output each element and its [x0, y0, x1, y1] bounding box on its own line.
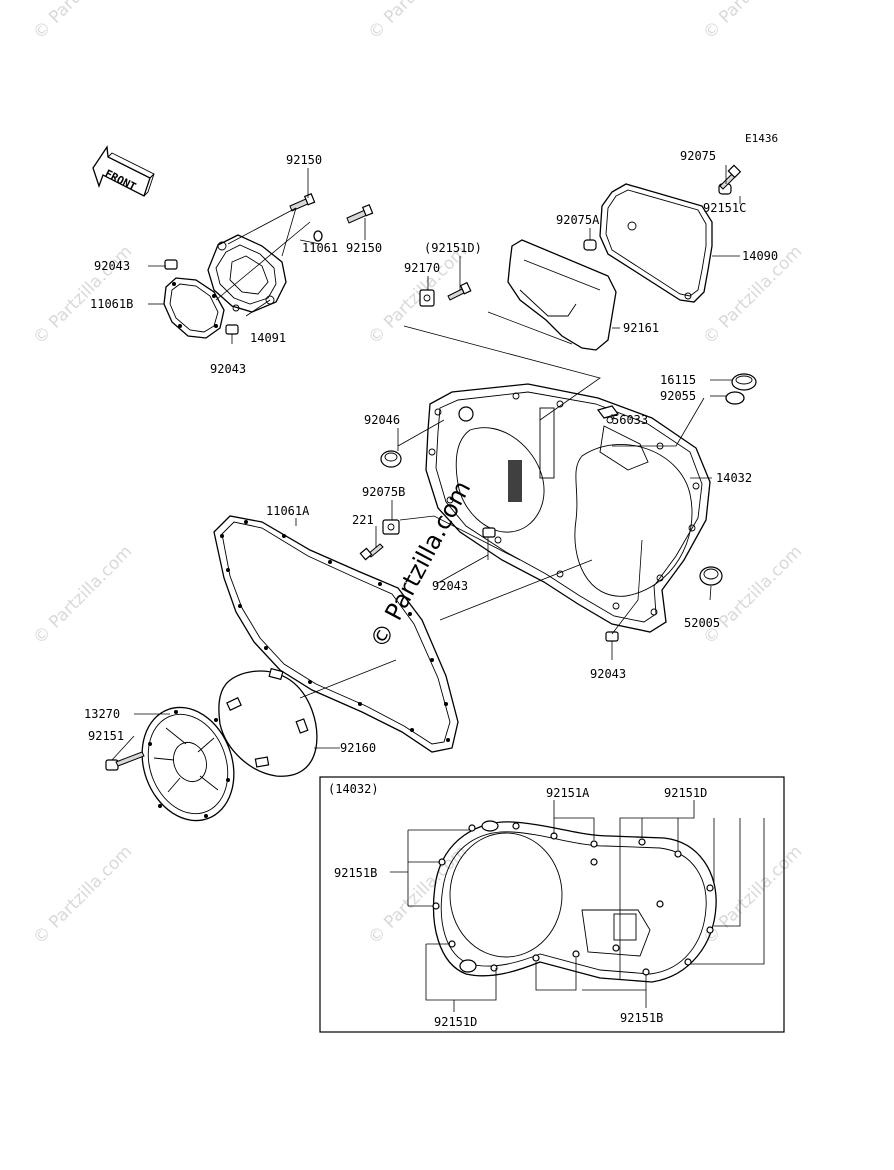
part-92046-bearing — [380, 450, 402, 468]
label-92075: 92075 — [680, 149, 716, 163]
label-92075a: 92075A — [556, 213, 600, 227]
label-52005: 52005 — [684, 616, 720, 630]
gasket-holes — [220, 520, 450, 742]
inset-box: (14032) — [319, 776, 785, 1033]
part-92043-dowels-upper — [164, 259, 239, 335]
label-11061: 11061 — [302, 241, 338, 255]
watermark-center: © Partzilla.com — [365, 476, 477, 653]
watermark: © Partzilla.com — [29, 242, 136, 349]
label-14032: 14032 — [716, 471, 752, 485]
label-92046: 92046 — [364, 413, 400, 427]
watermark: © Partzilla.com — [29, 0, 136, 44]
label-92043: 92043 — [210, 362, 246, 376]
leader-lines — [111, 165, 741, 761]
label-11061b: 11061B — [90, 297, 133, 311]
part-92075b-clip — [382, 519, 400, 535]
label-92170: 92170 — [404, 261, 440, 275]
part-56033-label — [596, 405, 620, 419]
front-label: FRONT — [103, 167, 139, 194]
label-92055: 92055 — [660, 389, 696, 403]
part-92055-oring — [725, 391, 745, 405]
label-16115: 16115 — [660, 373, 696, 387]
label-56033: 56033 — [612, 413, 648, 427]
part-92170-clamp — [419, 289, 435, 307]
watermark: © Partzilla.com — [699, 0, 806, 44]
part-92151-bolt — [105, 751, 145, 771]
label-13270: 13270 — [84, 707, 120, 721]
label-92151: 92151 — [88, 729, 124, 743]
label-92151c: 92151C — [703, 201, 746, 215]
label-11061a: 11061A — [266, 504, 310, 518]
label-92151d: 92151D — [664, 786, 707, 800]
label-92043: 92043 — [94, 259, 130, 273]
diagram-code: E1436 — [745, 132, 778, 145]
part-52005-seal — [699, 566, 723, 586]
label-92075b: 92075B — [362, 485, 405, 499]
watermark: © Partzilla.com — [364, 0, 471, 44]
label-92151a: 92151A — [546, 786, 590, 800]
inset-title: (14032) — [328, 782, 379, 796]
part-221-bolt — [359, 543, 384, 561]
part-16115-plug — [731, 373, 757, 391]
part-14090-cover — [599, 183, 713, 303]
part-92043-dowels-lower — [482, 527, 619, 642]
part-92151d-bolt-top — [447, 281, 472, 301]
front-arrow-icon: FRONT — [92, 145, 155, 197]
watermark: © Partzilla.com — [699, 542, 806, 649]
part-labels: 92150 92150 92043 11061 11061B 14091 920… — [84, 149, 778, 1029]
label-92151b: 92151B — [620, 1011, 663, 1025]
bolt-holes — [428, 392, 700, 616]
watermark: © Partzilla.com — [364, 842, 471, 949]
part-14032-main-cover — [425, 383, 711, 633]
label-92043: 92043 — [590, 667, 626, 681]
label-92151b: 92151B — [334, 866, 377, 880]
label-92151d: 92151D — [434, 1015, 477, 1029]
watermark-grid: © Partzilla.com © Partzilla.com © Partzi… — [29, 0, 806, 949]
part-92151c-bolt — [719, 164, 742, 190]
part-92150-bolts — [289, 193, 374, 224]
label-92161: 92161 — [623, 321, 659, 335]
part-13270-cover — [141, 706, 235, 822]
label-221: 221 — [352, 513, 374, 527]
watermark: © Partzilla.com — [29, 842, 136, 949]
part-11061-oring — [313, 230, 323, 242]
label-92160: 92160 — [340, 741, 376, 755]
label-92150: 92150 — [286, 153, 322, 167]
part-92160-plate — [218, 667, 318, 777]
part-11061a-gasket — [213, 515, 459, 753]
label-14091: 14091 — [250, 331, 286, 345]
part-92161-cover — [507, 239, 617, 351]
part-11061b-gasket — [163, 277, 225, 339]
label-14090: 14090 — [742, 249, 778, 263]
label-92150: 92150 — [346, 241, 382, 255]
part-14091-cover — [207, 234, 287, 313]
label-92043: 92043 — [432, 579, 468, 593]
inset-bolt-holes — [432, 822, 714, 976]
label-92151d: (92151D) — [424, 241, 482, 255]
watermark: © Partzilla.com — [29, 542, 136, 649]
